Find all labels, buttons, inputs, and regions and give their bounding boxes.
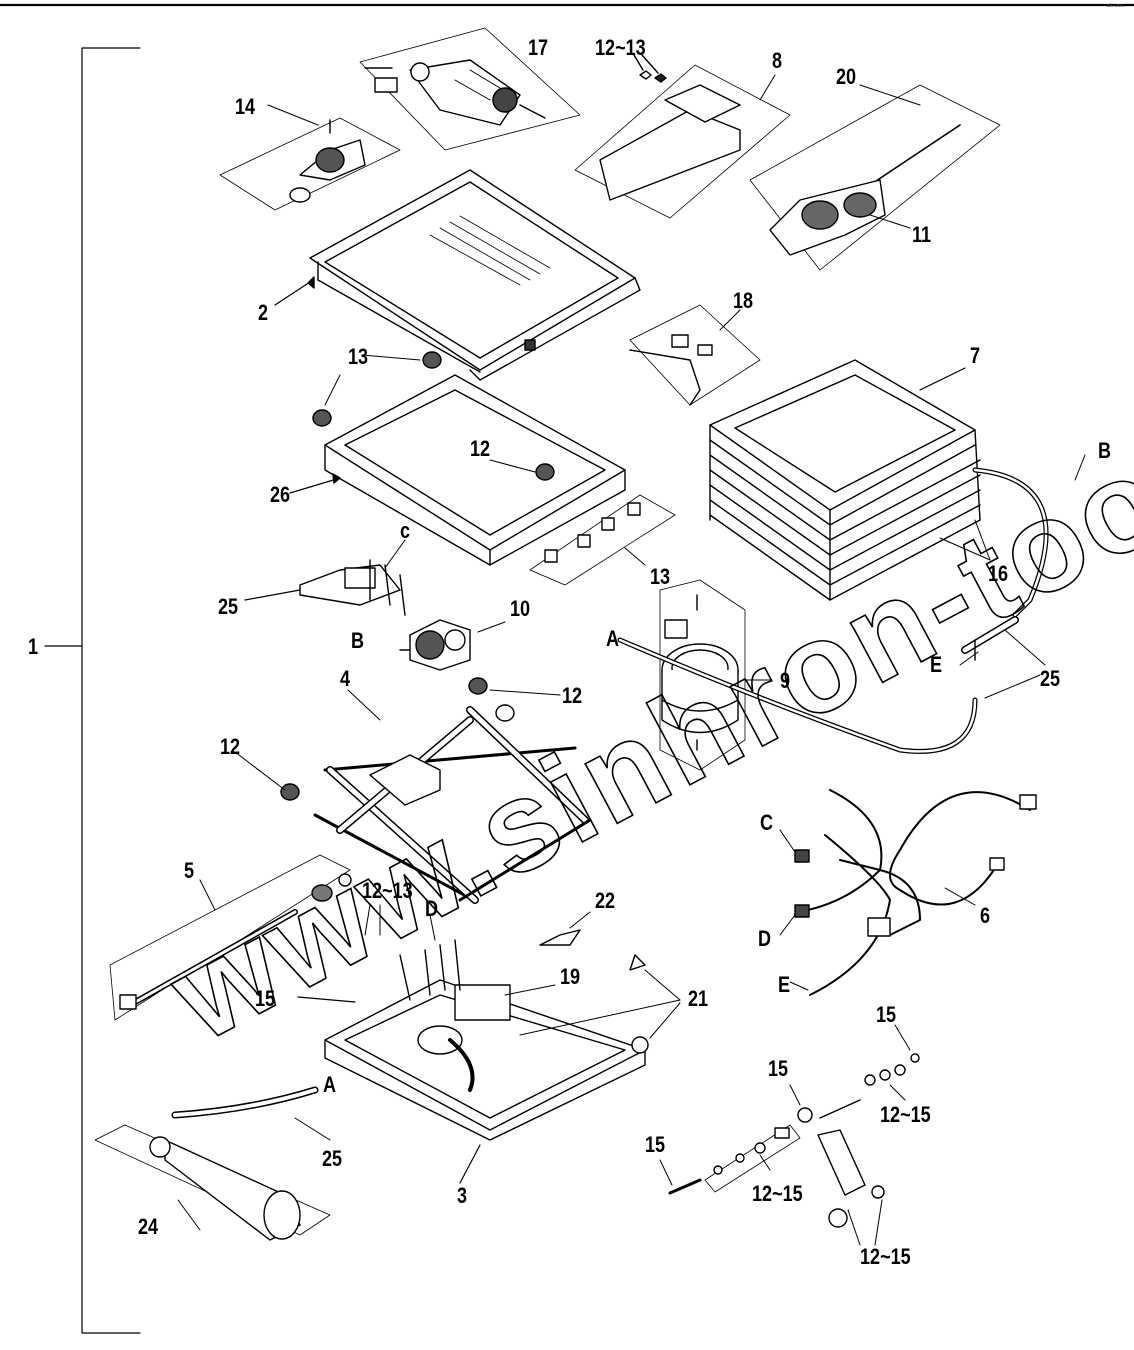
part-20-11-lever-assembly [749,84,1001,271]
part-13-bushings [529,494,676,586]
callout-c: c [400,518,411,543]
part-25-valve-block [244,539,406,616]
callout-16: 16 [988,561,1009,586]
callout-A: A [606,626,620,651]
callout-13: 13 [348,344,369,369]
part-25-hose-right [617,454,1086,754]
svg-text:www.sinhron-too.kz: www.sinhron-too.kz [148,340,1134,1069]
part-5-shaft [109,854,352,1021]
callout-E: E [930,652,943,677]
callout-22: 22 [595,888,616,913]
callout-9: 9 [780,668,791,693]
callout-D: D [758,926,772,951]
callout-25: 25 [218,594,239,619]
part-9-air-spring [659,579,771,771]
callout-11: 11 [912,222,932,247]
part-3-base-plate [297,904,681,1184]
callout-12-15: 12~15 [752,1181,803,1206]
callout-E: E [778,972,791,997]
callout-C: C [760,810,774,835]
corner-mark: ᵃʰ ᵒᵒᵒ [1106,2,1124,11]
callout-12-13: 12~13 [362,878,413,903]
part-4-scissor [234,677,592,904]
part-6-wiring-harness [779,789,1037,996]
callout-12: 12 [470,436,491,461]
callout-24: 24 [138,1214,159,1239]
callout-8: 8 [772,48,783,73]
callout-25: 25 [1040,666,1061,691]
part-22-clip [539,911,591,946]
callout-B: B [1098,438,1112,463]
callout-12: 12 [562,683,583,708]
callout-2: 2 [258,300,269,325]
callout-D: D [425,896,439,921]
callout-12: 12 [220,734,241,759]
callout-25: 25 [322,1146,343,1171]
callout-1: 1 [28,634,39,659]
part-8-bracket [574,64,791,219]
part-16-screws [939,519,991,561]
callout-15: 15 [768,1056,789,1081]
callout-18: 18 [733,288,754,313]
callout-10: 10 [510,596,531,621]
callout-3: 3 [457,1183,468,1208]
callout-12-15: 12~15 [860,1244,911,1269]
callout-20: 20 [836,64,857,89]
part-10-compressor [399,619,506,671]
callout-19: 19 [560,964,581,989]
callout-4: 4 [340,666,351,691]
part-24-air-tank [94,1086,331,1241]
callout-A: A [323,1072,337,1097]
main-assembly-bracket [44,47,141,1334]
callout-5: 5 [184,858,195,883]
callout-12-15: 12~15 [880,1102,931,1127]
callout-13: 13 [650,564,671,589]
part-17-valve-assembly [359,27,581,151]
part-18-link [629,304,761,406]
callout-15: 15 [645,1132,666,1157]
callout-12-13: 12~13 [595,35,646,60]
callout-15: 15 [255,986,276,1011]
callout-17: 17 [528,35,549,60]
part-7-bellows-boot [709,359,981,601]
bolts-12-13-top [633,54,667,83]
part-14-actuator [219,104,401,211]
callout-6: 6 [980,903,991,928]
callout-14: 14 [235,94,256,119]
callout-21: 21 [688,986,709,1011]
part-15-shock-absorber [659,1024,920,1246]
part-26-lower-frame [289,351,626,566]
part-2-seat-frame [274,169,641,381]
callout-15: 15 [876,1002,897,1027]
callout-26: 26 [270,482,291,507]
callout-7: 7 [970,343,981,368]
callout-B: B [351,628,365,653]
